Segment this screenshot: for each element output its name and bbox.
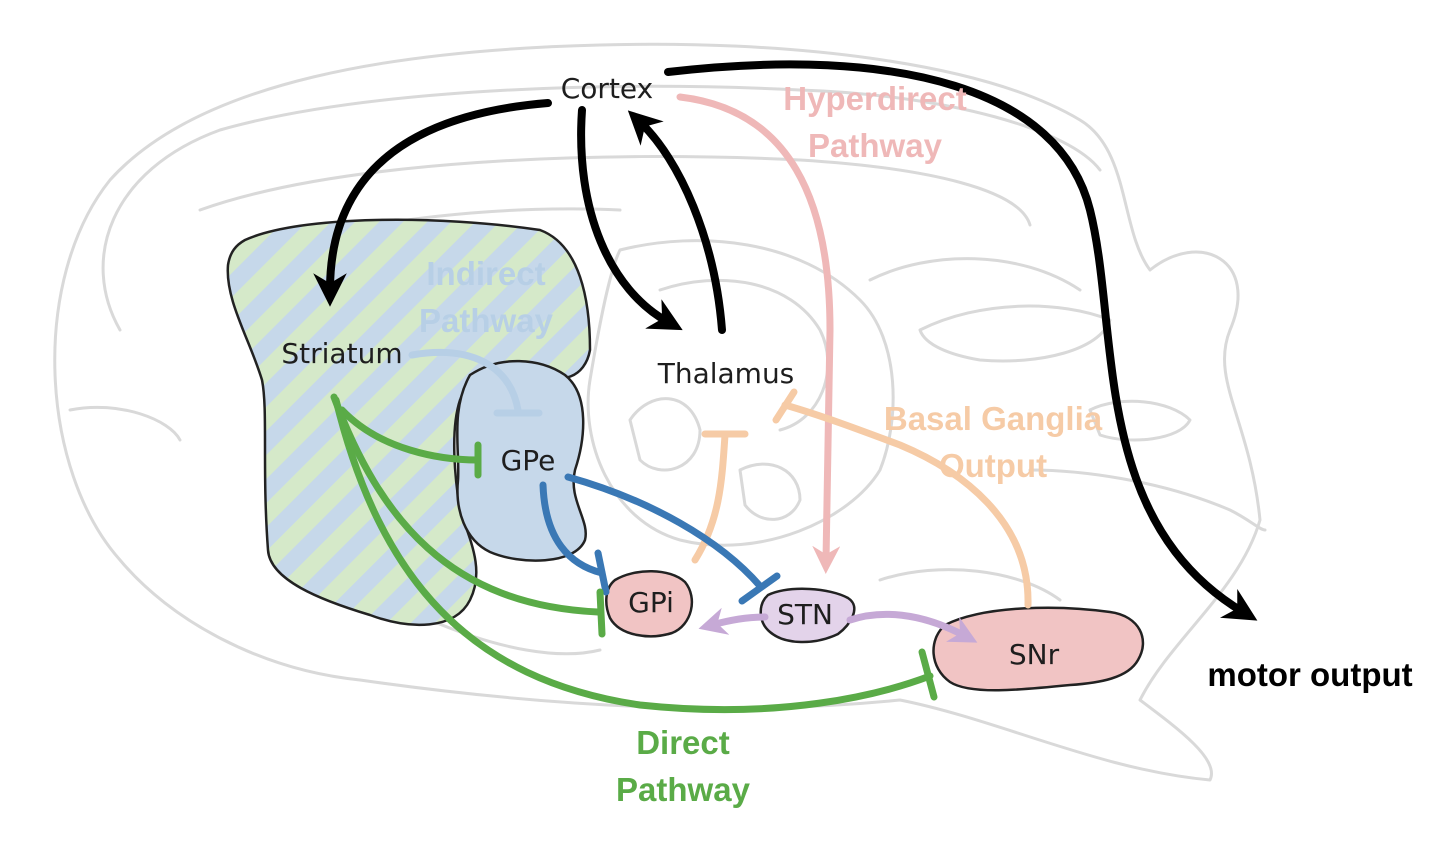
cortex-to-motor-arrow <box>664 60 1258 621</box>
cortex-label: Cortex <box>561 72 653 105</box>
indirect-pathway-lines <box>408 348 781 605</box>
stn-projection-arrows <box>698 607 978 643</box>
hyperdirect-label-line2: Pathway <box>808 127 943 164</box>
basal-ganglia-output-label-line1: Basal Ganglia <box>884 400 1103 437</box>
stn-shape <box>759 587 856 644</box>
basal-ganglia-output-lines <box>691 388 1032 609</box>
gpi-label: GPi <box>628 586 674 619</box>
indirect-label-line1: Indirect <box>426 255 545 292</box>
striatum-shape <box>226 218 592 627</box>
gpe-shape <box>455 359 587 562</box>
hyperdirect-label-line1: Hyperdirect <box>783 80 966 117</box>
gpi-shape <box>605 570 694 638</box>
cortical-loop-arrows <box>313 60 1258 621</box>
indirect-label-line2: Pathway <box>419 302 554 339</box>
basal-ganglia-output-label-line2: Output <box>939 447 1047 484</box>
hyperdirect-arrow <box>676 93 841 574</box>
thalamus-to-cortex-arrow <box>627 110 726 334</box>
gpe-label: GPe <box>501 444 556 477</box>
striatum-label: Striatum <box>281 337 402 370</box>
stn-label: STN <box>777 598 833 631</box>
direct-label-line1: Direct <box>636 724 730 761</box>
direct-pathway-lines <box>330 393 938 714</box>
thalamus-label: Thalamus <box>657 357 795 390</box>
snr-shape <box>932 606 1145 692</box>
motor-output-label: motor output <box>1207 656 1412 693</box>
direct-label-line2: Pathway <box>616 771 751 808</box>
cortex-to-striatum-arrow <box>313 99 552 307</box>
snr-label: SNr <box>1009 638 1060 671</box>
cortex-to-thalamus-arrow <box>577 106 683 331</box>
